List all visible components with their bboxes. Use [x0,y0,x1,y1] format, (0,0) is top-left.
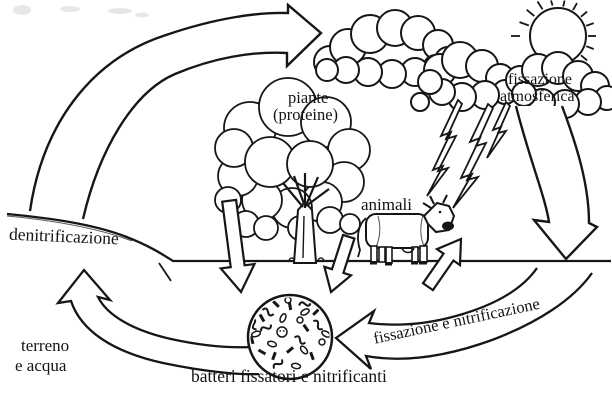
arrow-plants-to-bacteria [218,198,257,294]
scan-smudges [13,5,149,18]
cloud-icon [313,9,518,112]
atmospheric-fixation-label-line1: fissazione [508,71,572,88]
arrow-animals-to-bacteria [322,233,356,294]
bacteria-label: batteri fissatori e nitrificanti [191,366,387,386]
arrow-atmospheric-fixation [514,105,600,261]
lightning-icon [426,98,512,209]
bacteria-ball-icon [246,293,334,381]
plants-label-line2: (proteine) [273,105,339,124]
plants-label-line1: piante [288,88,329,107]
arrow-denitrification [28,2,323,220]
arrow-bacteria-to-soil [55,268,260,376]
animals-label: animali [361,195,412,214]
soil-water-label-line1: terreno [21,336,70,355]
sun-icon [511,0,596,65]
arrow-soil-to-animals [421,237,463,292]
cow-icon [357,194,456,266]
tree-icon [214,77,371,264]
soil-water-label-line2: e acqua [15,356,67,375]
ground-line [6,212,611,282]
arrow-fixation-nitrification [334,267,593,370]
atmospheric-fixation-label-line2: atmosferica [500,88,575,105]
